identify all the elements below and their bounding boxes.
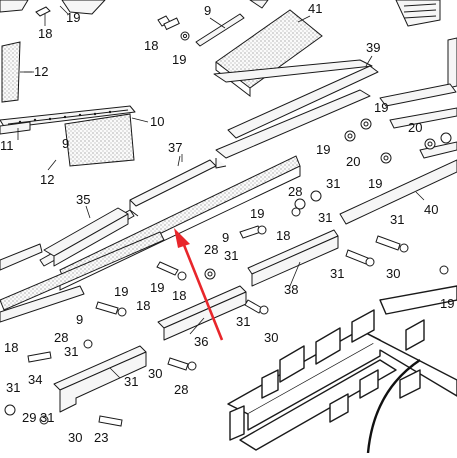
- callouts: 18 19 9 41 18 19 39 12 19 20 10 11 9 19 …: [0, 1, 454, 445]
- callout-18-c: 18: [276, 228, 290, 243]
- callout-37: 37: [168, 140, 182, 155]
- callout-9-c: 9: [222, 230, 229, 245]
- callout-30-c: 28: [174, 382, 188, 397]
- callout-31-a: 31: [326, 176, 340, 191]
- bolts: [4, 118, 452, 427]
- callout-18-e: 18: [136, 298, 150, 313]
- right-rails: [215, 83, 457, 225]
- highlight-arrow: [174, 228, 224, 341]
- rail-39: [213, 55, 379, 139]
- callout-28-b: 28: [204, 242, 218, 257]
- callout-31-e: 31: [330, 266, 344, 281]
- callout-36: 36: [194, 334, 208, 349]
- callout-19-f: 19: [250, 206, 264, 221]
- callout-18-a: 18: [38, 26, 52, 41]
- callout-9-a: 9: [204, 3, 211, 18]
- top-center-hardware: [157, 13, 245, 47]
- callout-28-d: 29: [22, 410, 36, 425]
- callout-40: 40: [424, 202, 438, 217]
- strip-10-11: [0, 105, 136, 167]
- callout-31-c: 31: [224, 248, 238, 263]
- callout-19-j: 18: [4, 340, 18, 355]
- callout-28-c: 28: [54, 330, 68, 345]
- callout-19-g: 19: [150, 280, 164, 295]
- callout-19-b: 19: [172, 52, 186, 67]
- callout-18-b: 18: [144, 38, 158, 53]
- callout-9-b: 9: [62, 136, 69, 151]
- callout-18-f: 34: [28, 372, 42, 387]
- callout-2: 31: [6, 380, 20, 395]
- bracket-36: [157, 285, 247, 341]
- leader-lines: [17, 71, 425, 379]
- callout-19-a: 19: [66, 10, 80, 25]
- callout-34: 31: [124, 374, 138, 389]
- callout-30-b: 30: [264, 330, 278, 345]
- left-rail: [0, 231, 165, 323]
- callout-20-a: 20: [408, 120, 422, 135]
- callout-28-a: 28: [288, 184, 302, 199]
- callout-29: 30: [68, 430, 82, 445]
- bracket-34: [53, 345, 147, 413]
- callout-31-g: 31: [236, 314, 250, 329]
- panel-35: [43, 205, 129, 267]
- callout-18-d: 18: [172, 288, 186, 303]
- callout-31-b: 31: [318, 210, 332, 225]
- callout-19-e: 19: [368, 176, 382, 191]
- callout-12-b: 12: [40, 172, 54, 187]
- callout-19-i: 19: [440, 296, 454, 311]
- callout-38: 38: [284, 282, 298, 297]
- callout-31-i: 31: [40, 410, 54, 425]
- callout-10: 10: [150, 114, 164, 129]
- callout-19-c: 19: [374, 100, 388, 115]
- callout-35: 35: [76, 192, 90, 207]
- callout-11: 11: [0, 138, 14, 153]
- callout-31-d: 31: [390, 212, 404, 227]
- callout-19-d: 19: [316, 142, 330, 157]
- callout-30-a: 30: [386, 266, 400, 281]
- callout-19-h: 19: [114, 284, 128, 299]
- callout-31-f: 31: [64, 344, 78, 359]
- top-left-bolt-group: [0, 0, 106, 26]
- callout-9-d: 9: [76, 312, 83, 327]
- bracket-38: [247, 229, 339, 287]
- chassis-frame: [227, 285, 457, 454]
- callout-41: 41: [308, 1, 322, 16]
- callout-12-a: 12: [34, 64, 48, 79]
- callout-31-j: 23: [94, 430, 108, 445]
- callout-20-b: 20: [346, 154, 360, 169]
- callout-31-h: 30: [148, 366, 162, 381]
- top-right-roller: [395, 0, 457, 89]
- callout-39: 39: [366, 40, 380, 55]
